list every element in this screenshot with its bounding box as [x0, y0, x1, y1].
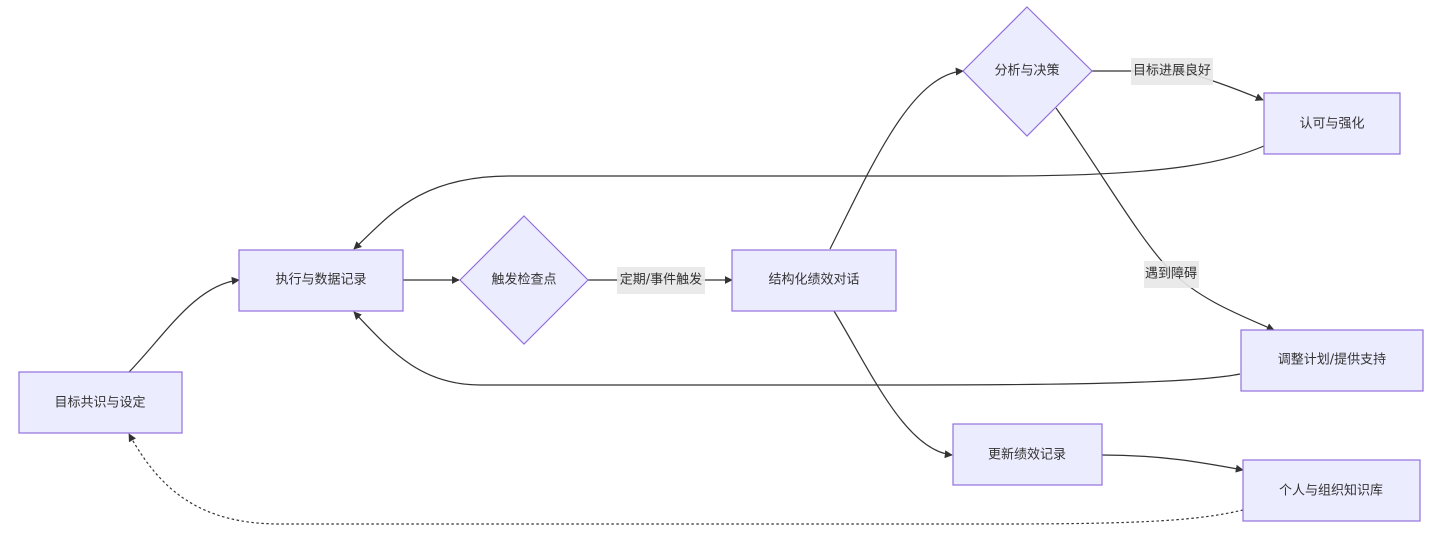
edge-adjust-to-exec [353, 311, 1241, 386]
node-dialog[interactable]: 结构化绩效对话 [731, 249, 897, 312]
edge-knowledge-to-goal [128, 433, 1244, 525]
edge-recognize-to-exec [353, 145, 1265, 250]
edge-update-to-knowledge [1101, 454, 1244, 473]
edge-dialog-to-update [833, 310, 953, 459]
node-update[interactable]: 更新绩效记录 [952, 423, 1103, 486]
node-label: 更新绩效记录 [988, 447, 1066, 463]
edge-label-analyze-adjust: 遇到障碍 [1144, 261, 1199, 288]
node-goal[interactable]: 目标共识与设定 [18, 371, 183, 434]
node-analyze[interactable]: 分析与决策 [962, 6, 1093, 137]
node-recognize[interactable]: 认可与强化 [1263, 92, 1401, 155]
edge-dialog-to-analyze [829, 67, 964, 250]
node-exec[interactable]: 执行与数据记录 [238, 249, 404, 312]
node-label: 个人与组织知识库 [1279, 483, 1383, 499]
node-adjust[interactable]: 调整计划/提供支持 [1240, 329, 1424, 392]
edge-label-text: 定期/事件触发 [620, 272, 702, 288]
node-label: 执行与数据记录 [275, 273, 366, 288]
node-label: 分析与决策 [994, 63, 1059, 79]
edge-label-text: 目标进展良好 [1133, 63, 1211, 79]
edge-label-text: 遇到障碍 [1145, 267, 1197, 282]
node-knowledge[interactable]: 个人与组织知识库 [1242, 459, 1421, 522]
edge-label-trigger-dialog: 定期/事件触发 [617, 267, 705, 294]
node-label: 认可与强化 [1299, 117, 1364, 132]
edge-analyze-to-adjust [1055, 107, 1275, 331]
node-trigger[interactable]: 触发检查点 [459, 215, 589, 345]
node-label: 目标共识与设定 [54, 396, 145, 411]
edge-goal-to-exec [128, 276, 240, 373]
node-label: 调整计划/提供支持 [1278, 352, 1386, 368]
node-label: 结构化绩效对话 [768, 273, 859, 288]
node-label: 触发检查点 [491, 272, 556, 288]
edge-label-analyze-recognize: 目标进展良好 [1131, 58, 1213, 85]
